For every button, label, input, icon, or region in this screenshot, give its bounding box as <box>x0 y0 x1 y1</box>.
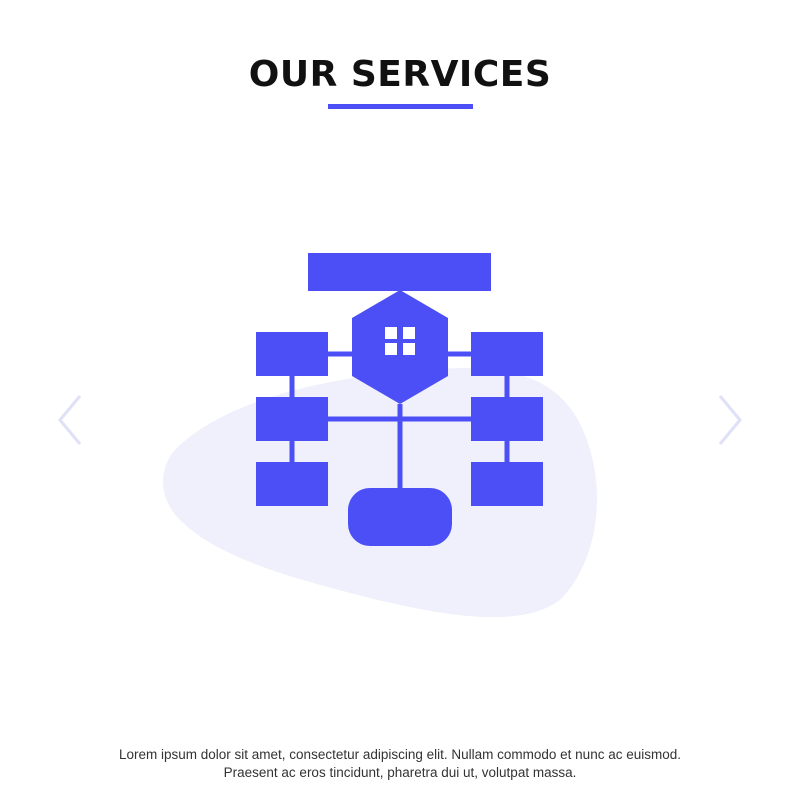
description-line-1: Lorem ipsum dolor sit amet, consectetur … <box>118 747 681 762</box>
title-underline <box>328 104 473 109</box>
description-line-2: Praesent ac eros tincidunt, pharetra dui… <box>223 765 577 780</box>
next-arrow-icon[interactable] <box>708 392 748 448</box>
page-title: Our Services <box>248 54 552 95</box>
previous-arrow-icon[interactable] <box>52 392 92 448</box>
description-text: Lorem ipsum dolor sit amet, consectetur … <box>0 746 800 782</box>
